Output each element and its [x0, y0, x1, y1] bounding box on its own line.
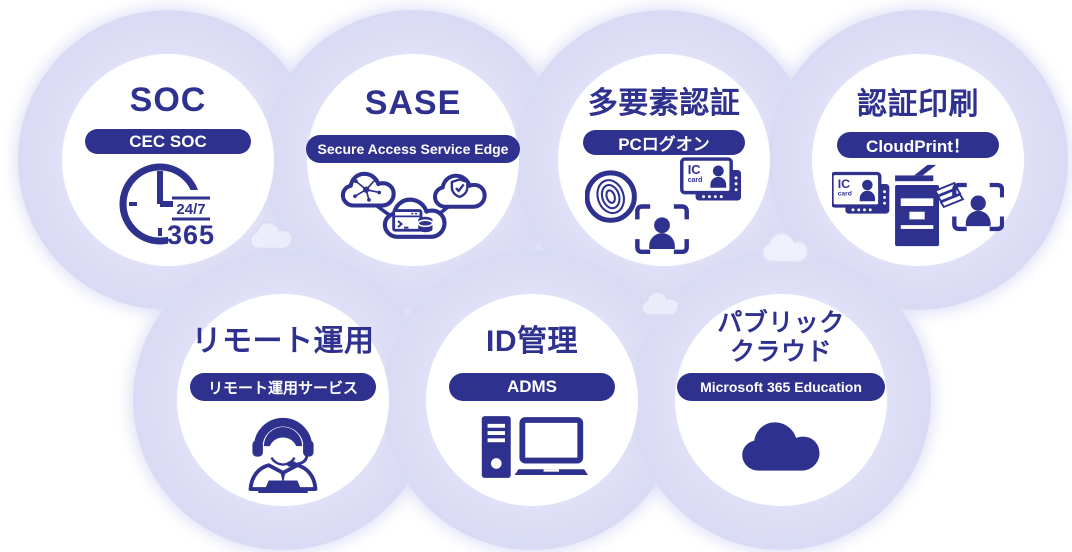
- printer-icon: [895, 164, 965, 247]
- clock-24-7-365-icon: 24/7 365: [119, 163, 218, 250]
- sase-three-clouds-icon: [337, 169, 489, 248]
- service-bubble-auth-print: 認証印刷 CloudPrint！ IC card: [812, 54, 1024, 266]
- service-badge: ADMS: [449, 373, 615, 401]
- service-title: パブリック クラウド: [717, 309, 845, 366]
- service-bubble-mfa: 多要素認証 PCログオン: [558, 54, 770, 266]
- service-title: リモート運用: [191, 325, 375, 358]
- service-title: SASE: [364, 83, 462, 122]
- service-title: 多要素認証: [587, 87, 741, 121]
- svg-text:IC: IC: [688, 162, 701, 177]
- fingerprint-face-scan-ic-card-icon: IC card: [585, 157, 742, 254]
- svg-text:24/7: 24/7: [176, 201, 205, 218]
- service-badge: PCログオン: [583, 129, 745, 155]
- service-bubble-remote-ops: リモート運用 リモート運用サービス: [177, 294, 389, 506]
- ic-card-printer-face-scan-icon: IC card: [832, 164, 1004, 247]
- svg-text:IC: IC: [838, 177, 850, 191]
- service-bubble-soc: SOC CEC SOC 24/7 365: [62, 54, 274, 266]
- service-badge: Secure Access Service Edge: [305, 135, 521, 163]
- service-title: ID管理: [486, 325, 578, 358]
- decor-cloud-icon: [249, 221, 293, 250]
- face-scan-icon: [952, 182, 1004, 232]
- svg-text:card: card: [688, 177, 703, 184]
- service-badge: リモート運用サービス: [190, 373, 376, 401]
- service-title: SOC: [129, 80, 207, 119]
- svg-text:365: 365: [167, 220, 215, 250]
- service-bubble-public-cloud: パブリック クラウド Microsoft 365 Education: [675, 294, 887, 506]
- service-badge: CloudPrint！: [837, 131, 999, 158]
- svg-text:card: card: [838, 190, 852, 197]
- service-badge: CEC SOC: [85, 129, 251, 154]
- cloud-icon: [742, 422, 820, 471]
- support-operator-headset-icon: [248, 417, 318, 493]
- decor-cloud-icon: [761, 232, 809, 263]
- service-badge: Microsoft 365 Education: [677, 373, 885, 401]
- service-bubble-sase: SASE Secure Access Service Edge: [305, 54, 521, 266]
- decor-cloud-icon: [641, 291, 679, 316]
- desktop-pc-laptop-icon: [481, 415, 588, 478]
- service-bubble-id-mgmt: ID管理 ADMS: [426, 294, 638, 506]
- ic-card-icon: IC card: [680, 157, 742, 201]
- ic-card-icon: IC card: [832, 171, 890, 214]
- service-title: 認証印刷: [857, 88, 979, 122]
- fingerprint-icon: [585, 170, 637, 223]
- face-scan-icon: [635, 204, 689, 254]
